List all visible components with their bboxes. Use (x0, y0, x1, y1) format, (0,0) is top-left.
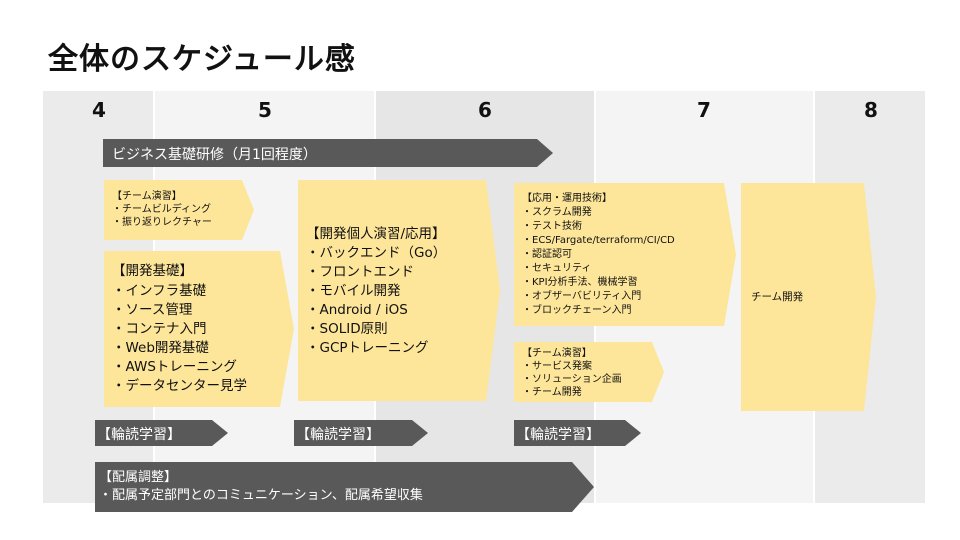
team-practice-box-1: 【チーム演習】 ・チームビルディング ・振り返りレクチャー (104, 180, 254, 240)
month-label-4: 4 (92, 98, 106, 122)
team-practice-1-item: ・振り返りレクチャー (112, 217, 212, 228)
team-practice-2-item: ・チーム開発 (522, 387, 582, 398)
team-practice-2-item: ・ソリューション企画 (522, 374, 622, 385)
assignment-body: ・配属予定部門とのコミュニケーション、配属希望収集 (99, 488, 423, 503)
reading-bar-3-label: 【輪読学習】 (516, 427, 600, 443)
reading-bar-1: 【輪読学習】 (95, 420, 228, 446)
assignment-title: 【配属調整】 (99, 470, 178, 485)
applied-ops-item: ・オブザーバビリティ入門 (522, 291, 642, 302)
dev-individual-item: ・GCPトレーニング (306, 340, 429, 356)
assignment-bar: 【配属調整】 ・配属予定部門とのコミュニケーション、配属希望収集 (95, 462, 594, 512)
applied-ops-item: ・セキュリティ (522, 263, 592, 274)
dev-individual-title: 【開発個人演習/応用】 (306, 226, 446, 242)
month-label-7: 7 (697, 98, 711, 122)
applied-ops-item: ・認証認可 (522, 249, 572, 260)
page-title: 全体のスケジュール感 (48, 42, 356, 77)
team-practice-2-item: ・サービス発案 (522, 361, 592, 372)
team-dev-title: チーム開発 (751, 291, 804, 303)
business-training-label: ビジネス基礎研修（月1回程度） (112, 147, 317, 163)
dev-individual-item: ・Android / iOS (306, 302, 408, 318)
applied-ops-item: ・スクラム開発 (522, 207, 592, 218)
dev-basics-title: 【開発基礎】 (112, 263, 193, 279)
reading-bar-1-label: 【輪読学習】 (97, 427, 181, 443)
applied-ops-item: ・ブロックチェーン入門 (522, 305, 632, 316)
applied-ops-item: ・ECS/Fargate/terraform/CI/CD (522, 235, 675, 246)
applied-ops-item: ・テスト技術 (522, 221, 582, 232)
dev-basics-item: ・AWSトレーニング (112, 359, 237, 375)
business-training-bar: ビジネス基礎研修（月1回程度） (103, 139, 553, 167)
month-label-6: 6 (478, 98, 492, 122)
team-practice-2-title: 【チーム演習】 (522, 348, 592, 359)
team-practice-1-item: ・チームビルディング (112, 204, 211, 215)
dev-individual-item: ・SOLID原則 (306, 321, 388, 337)
dev-individual-item: ・バックエンド（Go） (306, 245, 447, 261)
dev-basics-item: ・データセンター見学 (112, 378, 247, 394)
applied-ops-item: ・KPI分析手法、機械学習 (522, 277, 638, 288)
team-practice-box-2: 【チーム演習】 ・サービス発案 ・ソリューション企画 ・チーム開発 (514, 342, 664, 402)
reading-bar-2: 【輪読学習】 (294, 420, 428, 446)
applied-ops-box: 【応用・運用技術】 ・スクラム開発 ・テスト技術 ・ECS/Fargate/te… (514, 183, 736, 326)
reading-bar-2-label: 【輪読学習】 (296, 427, 380, 443)
dev-basics-item: ・コンテナ入門 (112, 321, 207, 337)
month-label-8: 8 (864, 98, 878, 122)
dev-basics-item: ・ソース管理 (112, 302, 193, 318)
dev-basics-item: ・インフラ基礎 (112, 283, 207, 299)
dev-individual-box: 【開発個人演習/応用】 ・バックエンド（Go） ・フロントエンド ・モバイル開発… (298, 180, 500, 401)
reading-bar-3: 【輪読学習】 (514, 420, 641, 446)
dev-basics-item: ・Web開発基礎 (112, 340, 209, 356)
dev-individual-item: ・フロントエンド (306, 264, 414, 280)
team-dev-box: チーム開発 (741, 183, 876, 411)
dev-individual-item: ・モバイル開発 (306, 283, 401, 299)
applied-ops-title: 【応用・運用技術】 (522, 193, 612, 204)
team-practice-1-title: 【チーム演習】 (112, 191, 182, 202)
month-label-5: 5 (258, 98, 272, 122)
dev-basics-box: 【開発基礎】 ・インフラ基礎 ・ソース管理 ・コンテナ入門 ・Web開発基礎 ・… (104, 251, 294, 407)
